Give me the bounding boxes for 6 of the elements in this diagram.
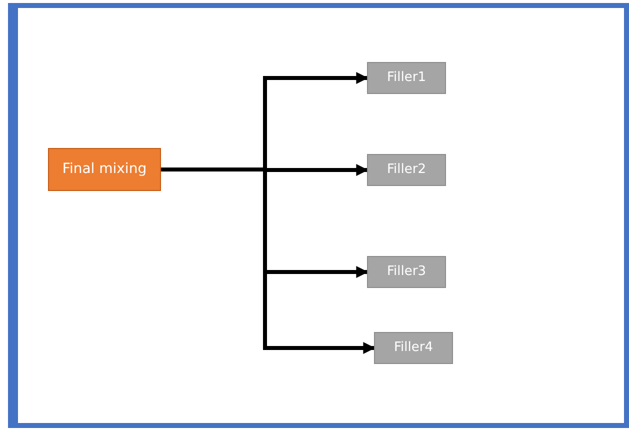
process-box: Filler1 xyxy=(367,62,446,94)
process-box: Filler2 xyxy=(367,154,446,186)
arrow xyxy=(161,168,376,354)
process-box: Final mixing xyxy=(48,148,161,191)
process-box: Filler4 xyxy=(374,332,453,364)
process-box: Filler3 xyxy=(367,256,446,288)
